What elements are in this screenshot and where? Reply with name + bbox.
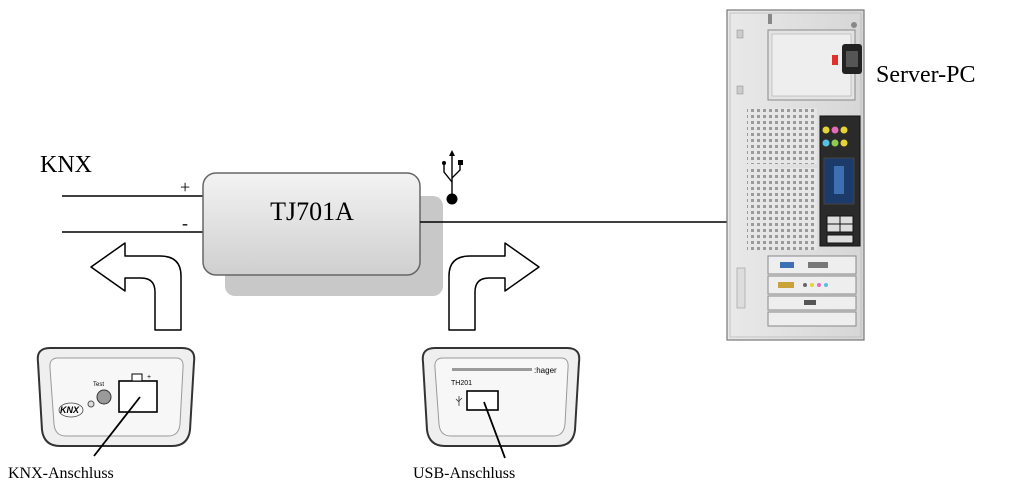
tj701a-label: TJ701A xyxy=(270,197,354,226)
vent-grid-lower xyxy=(747,168,817,250)
voltage-switch xyxy=(832,55,838,65)
knx-face-plus: + xyxy=(147,374,151,381)
knx-connector-socket xyxy=(118,380,158,413)
th201-label: TH201 xyxy=(451,380,472,387)
usb-port-face: :hager TH201 xyxy=(421,347,581,447)
test-button xyxy=(96,389,112,405)
minus-sign: - xyxy=(182,213,188,233)
vent-grid-upper xyxy=(747,108,817,164)
server-pc-label: Server-PC xyxy=(876,62,976,88)
tj701a-device-box xyxy=(202,172,421,276)
knx-port-label: KNX-Anschluss xyxy=(8,465,114,482)
usb-icon xyxy=(442,150,463,205)
usb-connector-socket xyxy=(466,390,499,411)
usb-port-label: USB-Anschluss xyxy=(413,465,515,482)
usb-port-pointer xyxy=(483,401,506,459)
usb-small-icon xyxy=(455,396,463,406)
test-label: Test xyxy=(93,382,104,388)
plus-sign: + xyxy=(180,177,190,197)
knx-port-face: + Test KNX xyxy=(36,347,196,447)
server-pc-tower xyxy=(726,9,865,341)
curved-arrow-left-icon xyxy=(90,242,182,331)
knx-label: KNX xyxy=(40,152,92,178)
curved-arrow-right-icon xyxy=(448,242,540,331)
hager-brand: :hager xyxy=(534,366,557,375)
knx-port-pointer xyxy=(93,396,141,457)
knx-logo: KNX xyxy=(60,405,80,415)
